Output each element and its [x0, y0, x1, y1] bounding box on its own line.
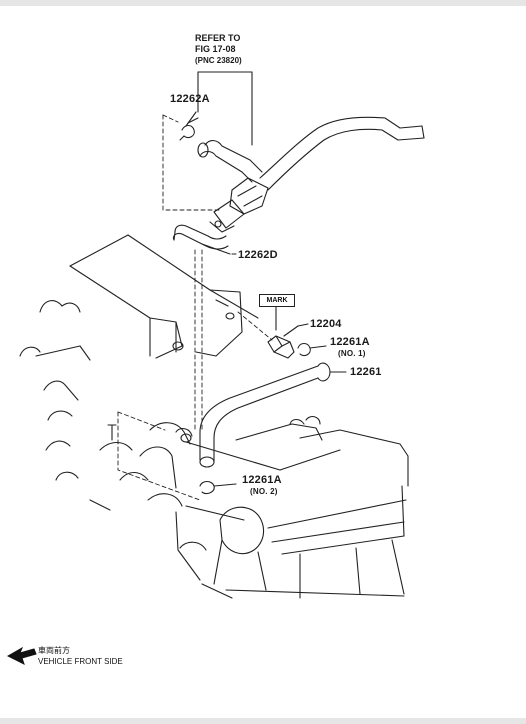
reference-line-1: REFER TO [195, 33, 241, 43]
phantom-lines [117, 114, 273, 501]
label-12261A-no2: 12261A [242, 474, 282, 486]
mark-label-box: MARK [259, 294, 295, 307]
label-12262D: 12262D [238, 249, 278, 261]
label-12261: 12261 [350, 366, 382, 378]
clip-12261A-no2 [199, 480, 237, 495]
label-12262A: 12262A [170, 93, 210, 105]
label-leaders [185, 111, 309, 327]
intake-manifold-outline [139, 415, 409, 599]
direction-jp: 車両前方 [38, 646, 70, 655]
clip-12262A [179, 117, 199, 141]
ventilation-hose-12261 [199, 362, 347, 468]
hose-12262D [172, 224, 231, 255]
clip-12261A-no1 [297, 342, 327, 357]
label-12261A-no1: 12261A [330, 336, 370, 348]
breather-hose-upper [259, 116, 425, 191]
reference-line-2: FIG 17-08 [195, 44, 236, 54]
pcv-valve-12204 [267, 305, 299, 359]
hose-connector-assembly [197, 140, 269, 233]
direction-en: VEHICLE FRONT SIDE [38, 657, 123, 666]
label-12261A-no1-note: (NO. 1) [338, 349, 366, 358]
label-12204: 12204 [310, 318, 342, 330]
reference-note: REFER TO FIG 17-08 (PNC 23820) [195, 33, 242, 66]
vehicle-front-direction: 車両前方 VEHICLE FRONT SIDE [38, 645, 123, 667]
reference-leader-lines [197, 71, 253, 146]
reference-line-3: (PNC 23820) [195, 56, 242, 65]
front-arrow-icon [6, 646, 37, 665]
label-12261A-no2-note: (NO. 2) [250, 487, 278, 496]
cylinder-head-outline [19, 234, 259, 511]
